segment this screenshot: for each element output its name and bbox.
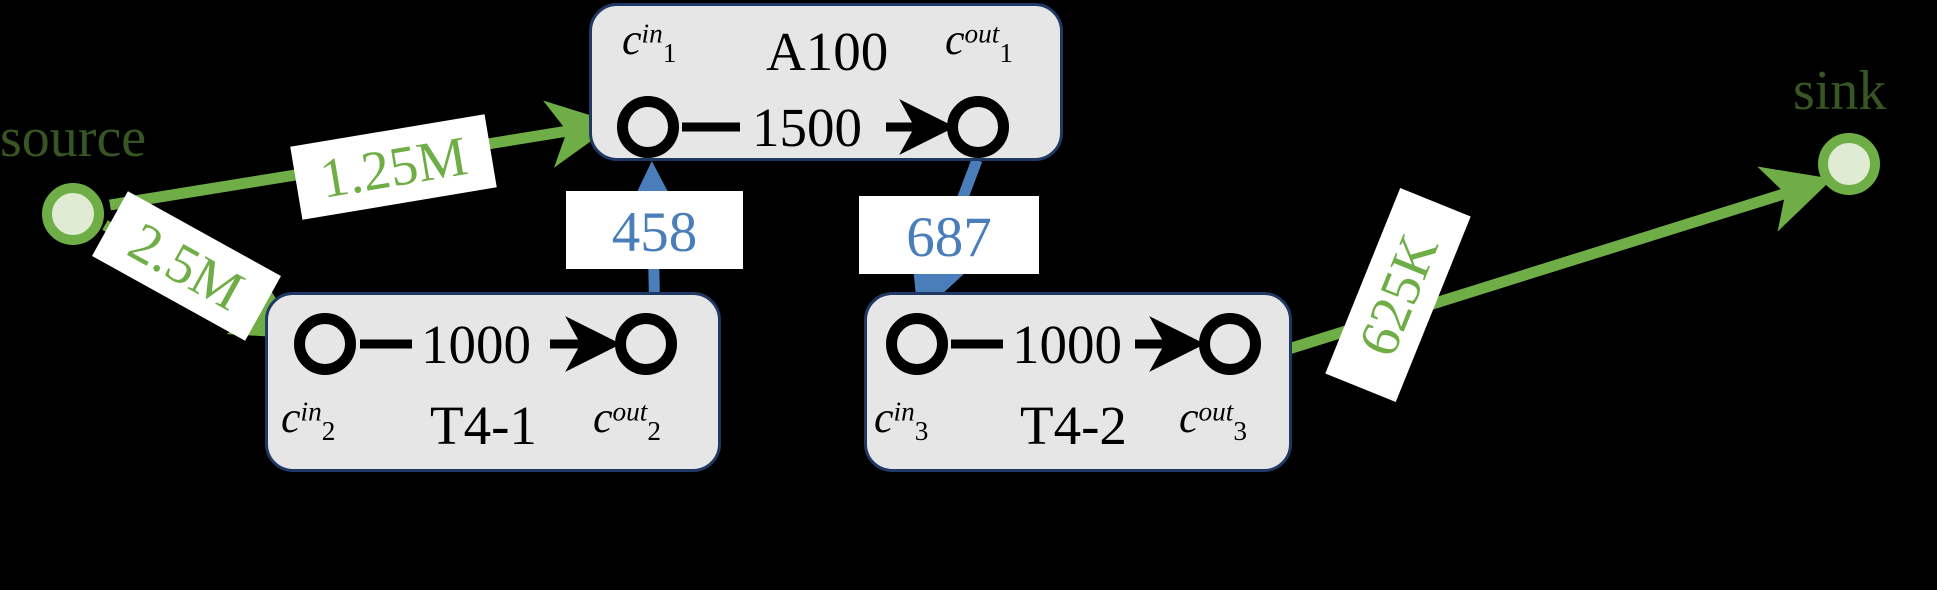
port-label-c3-in-sub: 3 — [914, 416, 929, 447]
port-c1-in[interactable] — [617, 96, 679, 158]
device-capacity-a100: 1500 — [752, 97, 862, 158]
port-c2-out[interactable] — [615, 313, 677, 375]
port-c1-out[interactable] — [947, 96, 1009, 158]
device-name-a100: A100 — [766, 21, 889, 82]
port-c2-in[interactable] — [294, 313, 356, 375]
port-label-c1-in-sup: in — [641, 18, 663, 49]
sink-label: sink — [1793, 60, 1887, 122]
port-label-c2-in-base: c — [281, 393, 301, 442]
port-c3-out[interactable] — [1199, 313, 1261, 375]
port-label-c1-out-sup: out — [964, 18, 1000, 49]
port-label-c2-in-sup: in — [300, 396, 322, 427]
port-label-c3-out: cout3 — [1179, 396, 1247, 445]
port-label-c2-out-base: c — [593, 393, 613, 442]
port-label-c1-out-base: c — [945, 15, 965, 64]
port-label-c3-in-sup: in — [893, 396, 915, 427]
port-label-c3-in-base: c — [874, 393, 894, 442]
port-label-c3-in: cin3 — [874, 396, 928, 445]
port-label-c1-in: cin1 — [622, 18, 676, 67]
device-capacity-t4-2: 1000 — [1012, 314, 1122, 375]
port-label-c3-out-sub: 3 — [1233, 416, 1248, 447]
port-label-c1-in-sub: 1 — [662, 38, 677, 69]
port-label-c1-in-base: c — [622, 15, 642, 64]
edge-label-687: 687 — [859, 196, 1039, 274]
source-label: source — [0, 107, 147, 169]
port-label-c2-out-sub: 2 — [647, 416, 662, 447]
device-capacity-t4-1: 1000 — [421, 314, 531, 375]
port-label-c1-out: cout1 — [945, 18, 1013, 67]
port-label-c2-out-sup: out — [612, 396, 648, 427]
edge-label-458: 458 — [566, 191, 743, 269]
port-label-c3-out-sup: out — [1198, 396, 1234, 427]
sink-node-circle[interactable] — [1818, 133, 1880, 195]
device-name-t4-1: T4-1 — [430, 395, 537, 456]
port-label-c3-out-base: c — [1179, 393, 1199, 442]
port-label-c2-in: cin2 — [281, 396, 335, 445]
port-label-c2-out: cout2 — [593, 396, 661, 445]
device-name-t4-2: T4-2 — [1020, 395, 1127, 456]
port-label-c1-out-sub: 1 — [999, 38, 1014, 69]
port-label-c2-in-sub: 2 — [321, 416, 336, 447]
port-c3-in[interactable] — [886, 313, 948, 375]
source-node-circle[interactable] — [42, 183, 104, 245]
